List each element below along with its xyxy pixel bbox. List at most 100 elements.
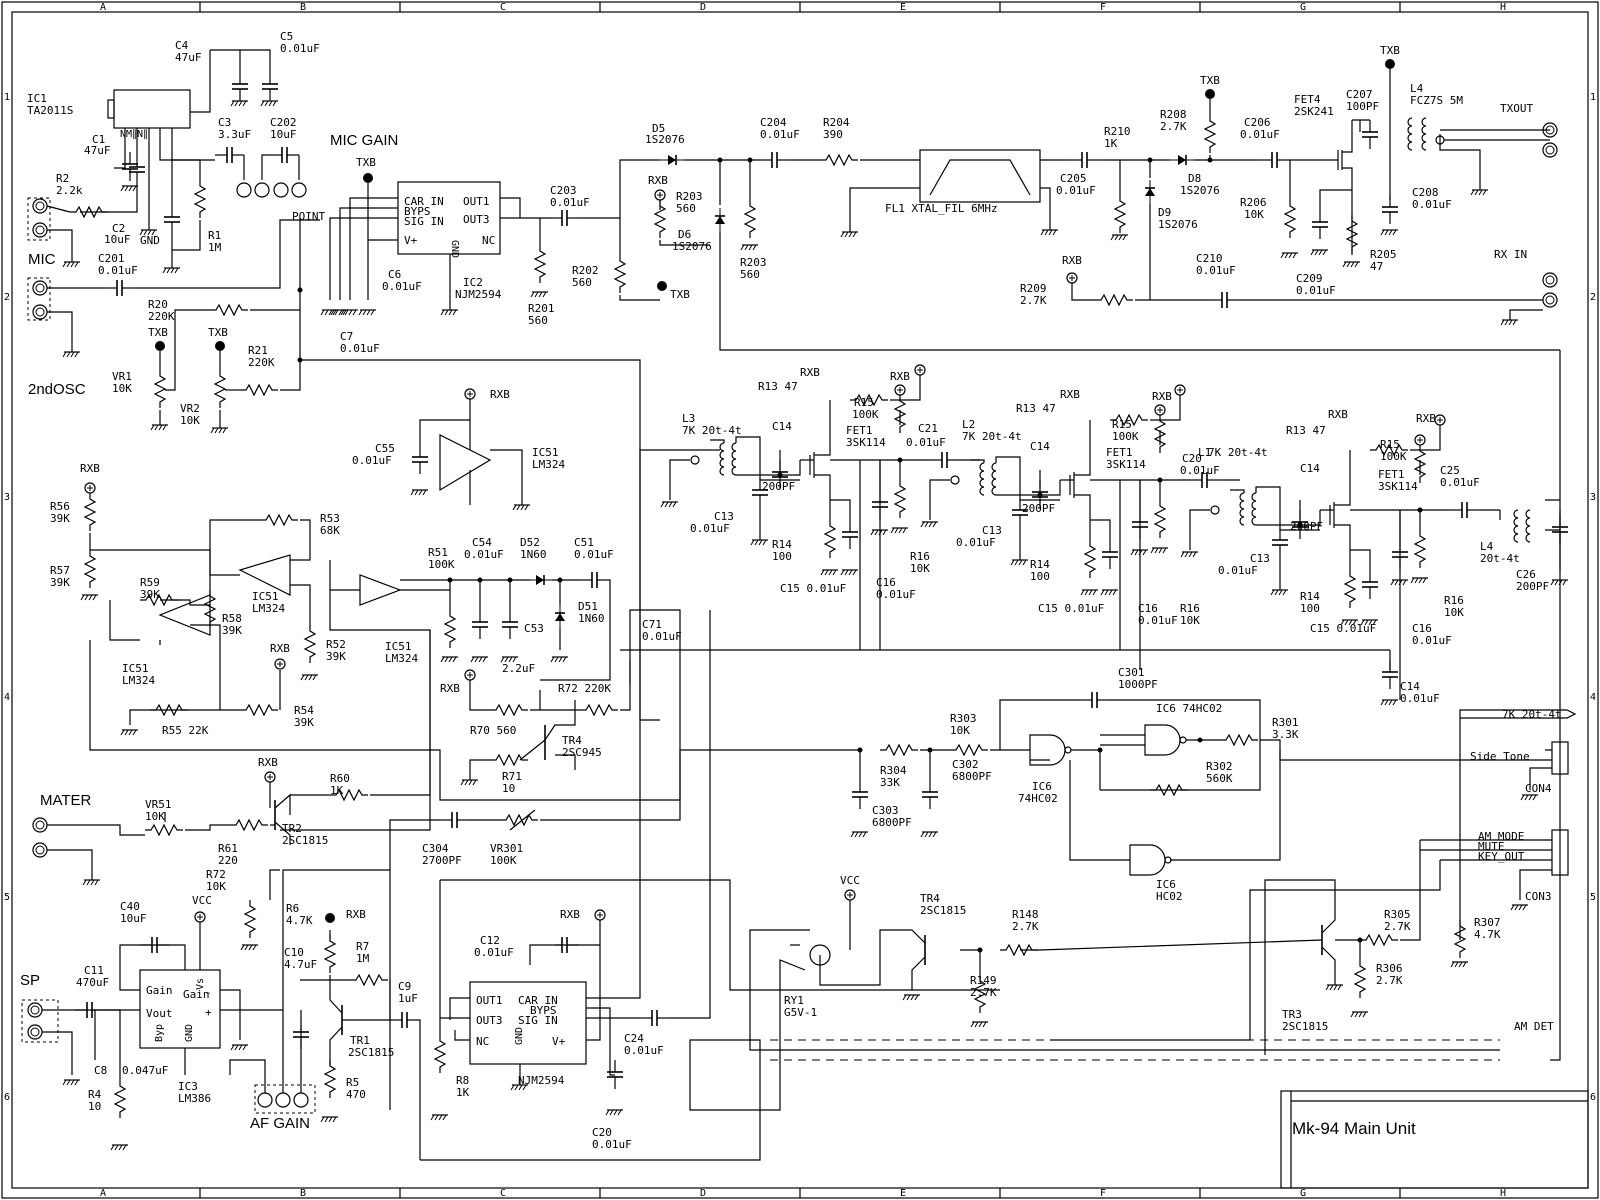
label-r303v: 10K (950, 724, 970, 737)
label-r14b: R14 (1030, 558, 1050, 571)
label-fet1c: FET1 (1378, 468, 1405, 481)
label-d51v: 1N60 (578, 612, 605, 625)
label-r51v: 100K (428, 558, 455, 571)
label-rxb9: RXB (1060, 388, 1080, 401)
svg-text:GND: GND (184, 1024, 195, 1042)
label-r203av: 560 (676, 202, 696, 215)
component-labels: C447uFC50.01uFIC1TA2011SC147uFC33.3uFC20… (27, 30, 1554, 1151)
label-r16c: R16 (1444, 594, 1464, 607)
label-rxb4: RXB (80, 462, 100, 475)
label-c53v: 2.2uF (502, 662, 535, 675)
label-r53: R53 (320, 512, 340, 525)
label-c16bv: 0.01uF (1138, 614, 1178, 627)
label-c20av: 0.01uF (1180, 464, 1220, 477)
label-ic51c: IC51 (122, 662, 149, 675)
grid-row-label: 3 (4, 492, 10, 503)
label-c54v: 0.01uF (464, 548, 504, 561)
label-c210v: 0.01uF (1196, 264, 1236, 277)
sp-label: SP (20, 972, 40, 989)
label-r304v: 33K (880, 776, 900, 789)
label-ry1v: G5V-1 (784, 1006, 817, 1019)
grid-row-label: 1 (1590, 92, 1596, 103)
label-r72bv: 10K (206, 880, 226, 893)
grid-row-label: 4 (4, 692, 10, 703)
meter-port[interactable] (32, 812, 269, 886)
label-r2v: 2.2k (56, 184, 83, 197)
label-vr2: VR2 (180, 402, 200, 415)
label-r16cv: 10K (1444, 606, 1464, 619)
sidetone-osc (389, 691, 1281, 1110)
grid-row-label: 5 (4, 892, 10, 903)
svg-text:7K 20t-4t: 7K 20t-4t (1502, 708, 1562, 721)
label-l1: L1 (1198, 446, 1211, 459)
label-r56: R56 (50, 500, 70, 513)
label-c14c: C14 (1300, 462, 1320, 475)
label-c207: C207 (1346, 88, 1373, 101)
label-d51: D51 (578, 600, 598, 613)
label-r53v: 68K (320, 524, 340, 537)
label-c3v: 3.3uF (218, 128, 251, 141)
label-r56v: 39K (50, 512, 70, 525)
grid-column-label: F (1100, 2, 1106, 13)
label-c204: C204 (760, 116, 787, 129)
label-c9v: 1uF (398, 992, 418, 1005)
con4[interactable]: 7K 20t-4t (1279, 708, 1577, 920)
label-r61: R61 (218, 842, 238, 855)
label-c4v: 47uF (175, 51, 202, 64)
label-rxb2: RXB (1062, 254, 1082, 267)
label-r71v: 10 (502, 782, 515, 795)
grid-column-label: H (1500, 1188, 1506, 1199)
label-c7: C7 (340, 330, 353, 343)
grid-column-label: C (500, 2, 506, 13)
label-con4: CON4 (1525, 782, 1552, 795)
label-r302v: 560K (1206, 772, 1233, 785)
label-ic51a: IC51 (532, 446, 559, 459)
label-vr1v: 10K (112, 382, 132, 395)
label-ic1: IC1 (27, 92, 47, 105)
label-c205: C205 (1060, 172, 1087, 185)
label-c53: C53 (524, 622, 544, 635)
label-c51: C51 (574, 536, 594, 549)
label-r149: R149 (970, 974, 997, 987)
label-r52v: 39K (326, 650, 346, 663)
label-r205v: 47 (1370, 260, 1383, 273)
label-ic51av: LM324 (532, 458, 565, 471)
svg-text:BYPS: BYPS (530, 1004, 557, 1017)
label-r20v: 220K (148, 310, 175, 323)
label-c40: C40 (120, 900, 140, 913)
label-c303v: 6800PF (872, 816, 912, 829)
label-ic6bv: 74HC02 (1018, 792, 1058, 805)
label-c14av: 200PF (762, 480, 795, 493)
svg-text:OUT3: OUT3 (463, 213, 490, 226)
label-rxb5: RXB (270, 642, 290, 655)
label-r13a: R13 47 (758, 380, 798, 393)
svg-text:GND: GND (514, 1027, 525, 1045)
label-c201: C201 (98, 252, 125, 265)
label-fet1cv: 3SK114 (1378, 480, 1418, 493)
label-c20bv: 0.01uF (592, 1138, 632, 1151)
label-txb3: TXB (208, 326, 228, 339)
grid-row-label: 2 (4, 292, 10, 303)
label-ic2v: NJM2594 (455, 288, 502, 301)
mic-label: MIC (28, 251, 56, 268)
grid-column-label: D (700, 2, 706, 13)
label-c25: C25 (1440, 464, 1460, 477)
label-rxb7: RXB (800, 366, 820, 379)
label-l4av: FCZ7S 5M (1410, 94, 1463, 107)
label-vr301v: 100K (490, 854, 517, 867)
label-r58v: 39K (222, 624, 242, 637)
tx-chain (654, 59, 1561, 1061)
label-rxb11: RXB (1328, 408, 1348, 421)
label-c20b: C20 (592, 1126, 612, 1139)
label-c55v: 0.01uF (352, 454, 392, 467)
label-c51v: 0.01uF (574, 548, 614, 561)
label-c210: C210 (1196, 252, 1223, 265)
label-c207v: 100PF (1346, 100, 1379, 113)
label-fet1b: FET1 (1106, 446, 1133, 459)
label-c13cv: 0.01uF (1218, 564, 1258, 577)
svg-text:OUT1: OUT1 (463, 195, 490, 208)
label-r13b: R13 47 (1016, 402, 1056, 415)
label-c3: C3 (218, 116, 231, 129)
label-r210: R210 (1104, 125, 1131, 138)
label-c16a: C16 (876, 576, 896, 589)
